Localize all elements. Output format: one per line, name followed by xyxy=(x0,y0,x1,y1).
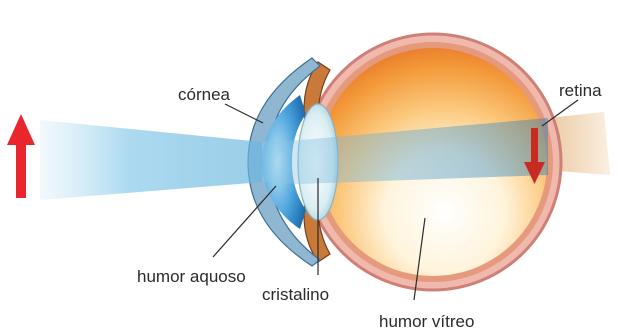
leader-cornea xyxy=(225,104,263,123)
label-cornea: córnea xyxy=(178,85,231,104)
light-beam-incoming xyxy=(40,120,262,200)
label-aqueous-humor: humor aquoso xyxy=(137,267,246,286)
label-lens: cristalino xyxy=(262,285,329,304)
label-retina: retina xyxy=(559,81,602,100)
object-arrow xyxy=(7,114,35,198)
label-vitreous-humor: humor vítreo xyxy=(379,312,474,331)
